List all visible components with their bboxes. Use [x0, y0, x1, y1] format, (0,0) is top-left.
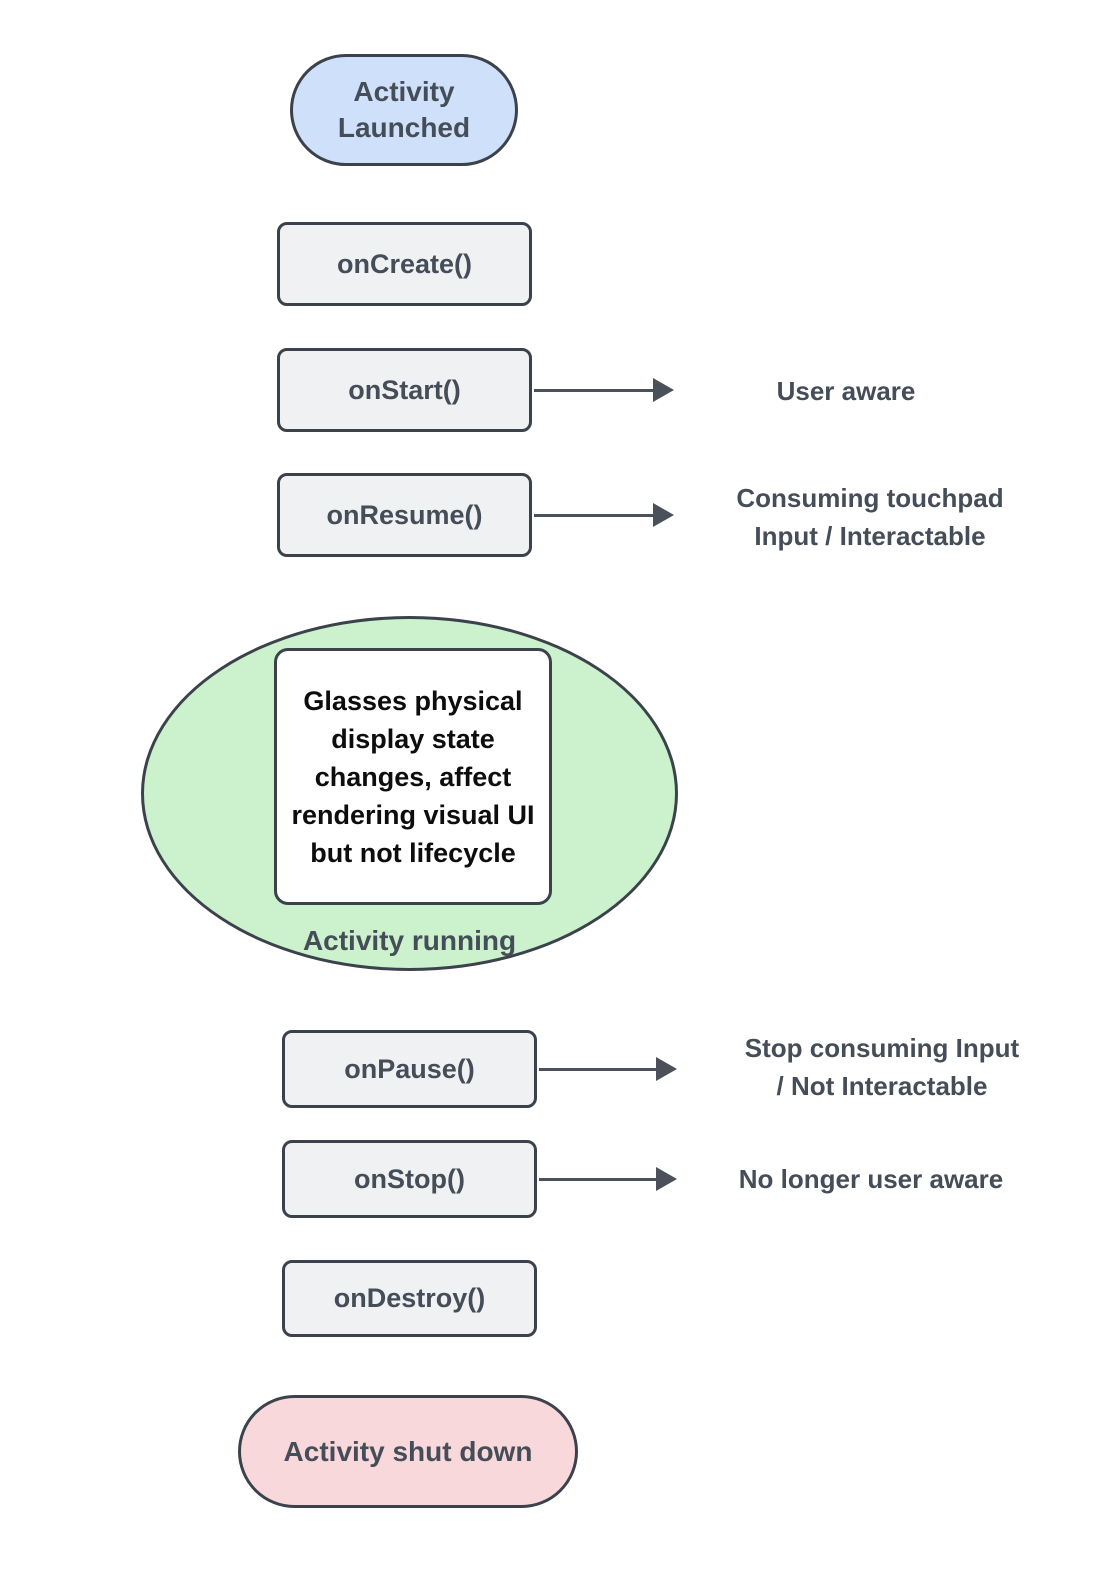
arrow-head	[653, 503, 674, 527]
node-onstop-label: onStop()	[354, 1163, 465, 1194]
node-ondestroy: onDestroy()	[282, 1260, 537, 1337]
annotation-consuming-touchpad: Consuming touchpad Input / Interactable	[736, 483, 1004, 551]
arrow-head	[656, 1167, 677, 1191]
node-activity-launched: Activity Launched	[290, 54, 518, 166]
arrow-onresume-annotation	[534, 503, 674, 527]
arrow-onstart-annotation	[534, 378, 674, 402]
annotation-user-aware: User aware	[776, 376, 916, 406]
arrow-shaft	[539, 1067, 656, 1071]
arrow-head	[656, 1057, 677, 1081]
note-glasses-display-state: Glasses physical display state changes, …	[274, 648, 552, 905]
node-ondestroy-label: onDestroy()	[333, 1283, 486, 1313]
arrow-onpause-annotation	[539, 1057, 677, 1081]
annotation-stop-consuming-input: Stop consuming Input / Not Interactable	[744, 1033, 1020, 1101]
node-onstart-label: onStart()	[348, 374, 461, 405]
node-oncreate-label: onCreate()	[336, 248, 472, 279]
node-onresume: onResume()	[277, 473, 532, 557]
node-activity-shut-down-label: Activity shut down	[283, 1435, 533, 1467]
node-activity-running-label: Activity running	[302, 925, 517, 956]
arrow-shaft	[534, 388, 653, 392]
node-onstart: onStart()	[277, 348, 532, 432]
node-activity-launched-label: Activity Launched	[337, 76, 471, 143]
arrow-shaft	[534, 513, 653, 517]
arrow-head	[653, 378, 674, 402]
node-onpause-label: onPause()	[344, 1053, 475, 1084]
node-onresume-label: onResume()	[326, 499, 483, 530]
note-glasses-display-state-text: Glasses physical display state changes, …	[291, 685, 535, 868]
arrow-shaft	[539, 1177, 656, 1181]
node-activity-shut-down: Activity shut down	[238, 1395, 578, 1508]
node-onpause: onPause()	[282, 1030, 537, 1108]
annotation-no-longer-user-aware: No longer user aware	[738, 1164, 1004, 1194]
node-oncreate: onCreate()	[277, 222, 532, 306]
node-onstop: onStop()	[282, 1140, 537, 1218]
arrow-onstop-annotation	[539, 1167, 677, 1191]
